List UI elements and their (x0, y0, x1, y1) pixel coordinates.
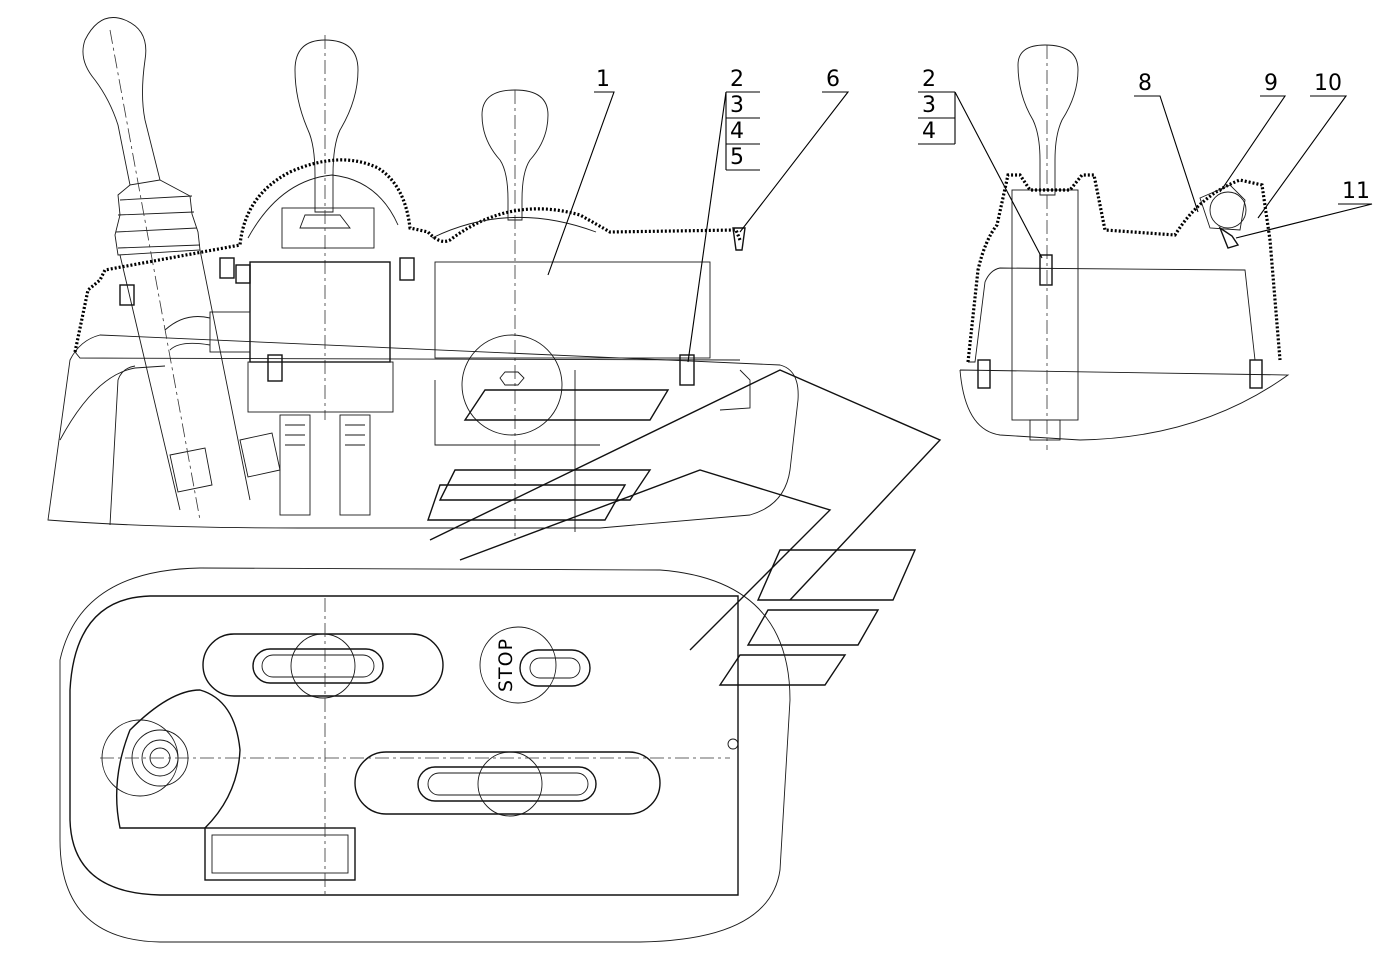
section-callout-2: 2 (922, 67, 936, 92)
callout-8: 8 (1138, 71, 1152, 96)
section-callout-4: 4 (922, 119, 936, 144)
callout-11: 11 (1342, 179, 1370, 204)
console-outline (47, 334, 799, 529)
stop-label: STOP (495, 638, 517, 692)
section-bands (427, 369, 942, 686)
lever-2 (279, 35, 371, 516)
plan-view: STOP (59, 567, 791, 943)
callout-2: 2 (730, 67, 744, 92)
section-callout-3: 3 (922, 93, 936, 118)
fasteners (119, 227, 746, 386)
panel-outline (69, 595, 739, 896)
callouts: 1 2 3 4 5 6 2 3 4 8 9 10 11 (547, 67, 1373, 363)
callout-4: 4 (730, 119, 744, 144)
cover-part-1 (73, 158, 742, 353)
callout-3: 3 (730, 93, 744, 118)
joystick-lever (82, 17, 281, 521)
side-view (47, 17, 942, 686)
callout-10: 10 (1314, 71, 1342, 96)
lever-3 (461, 89, 563, 540)
callout-9: 9 (1264, 71, 1278, 96)
callout-5: 5 (730, 145, 744, 170)
section-view (959, 44, 1290, 450)
callout-1: 1 (596, 67, 610, 92)
cover-section (966, 173, 1282, 363)
callout-6: 6 (826, 67, 840, 92)
